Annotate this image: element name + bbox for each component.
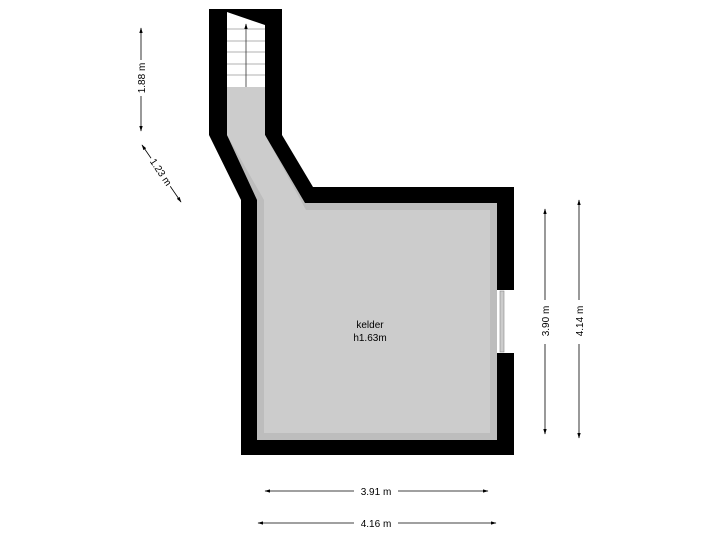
dim-inner-width: 3.91 m [361, 487, 392, 498]
dim-inner-height: 3.90 m [541, 306, 552, 337]
dim-stair-length: 1.88 m [137, 63, 148, 94]
dim-outer-height: 4.14 m [575, 306, 586, 337]
dim-outer-width: 4.16 m [361, 519, 392, 530]
window [497, 290, 514, 353]
room-floor [227, 12, 490, 433]
staircase [227, 9, 265, 87]
room-name: kelder [356, 320, 384, 331]
room-height: h1.63m [353, 333, 386, 344]
